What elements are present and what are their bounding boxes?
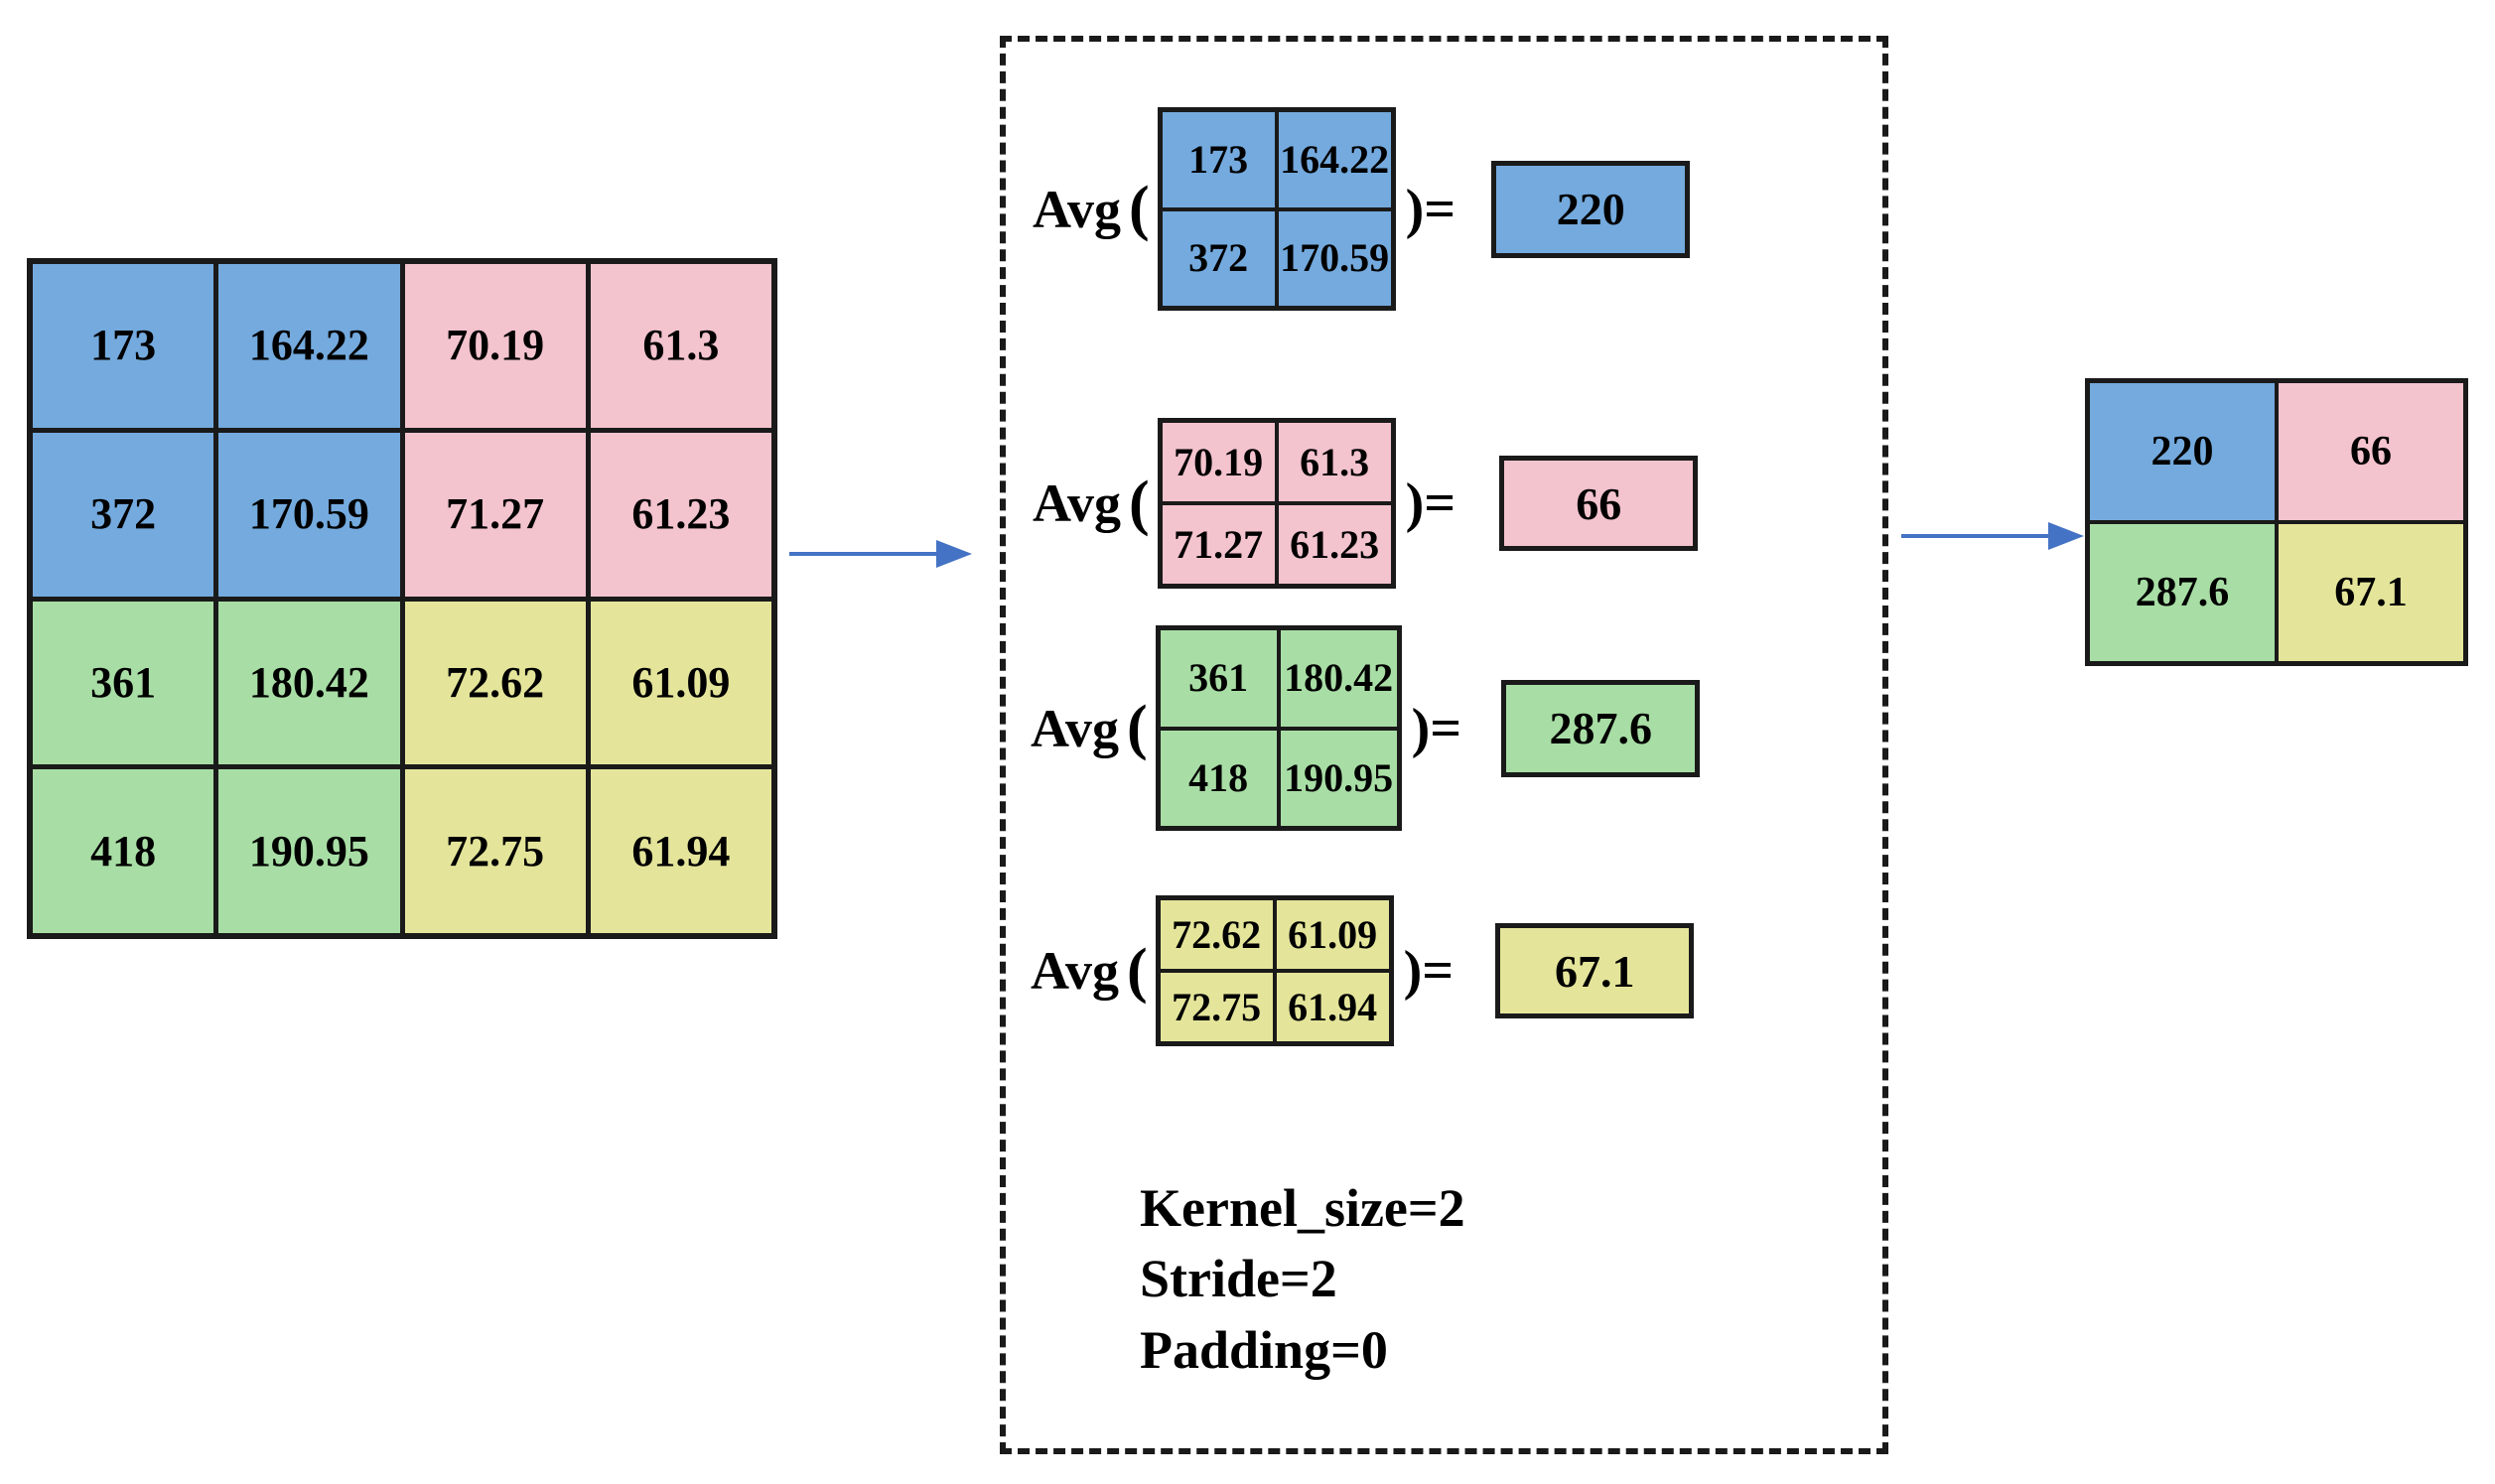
pooling-parameters: Kernel_size=2 Stride=2 Padding=0	[1140, 1173, 1465, 1386]
avg-label-3: Avg	[1031, 941, 1119, 1001]
output-cell-0-1: 66	[2279, 383, 2463, 520]
input-cell-1-2: 71.27	[404, 432, 586, 597]
input-cell-0-1: 164.22	[218, 264, 400, 428]
input-cell-3-1: 190.95	[218, 769, 400, 933]
output-cell-0-0: 220	[2090, 383, 2275, 520]
pool-result-3: 67.1	[1495, 923, 1695, 1018]
kernel-0-cell-1: 164.22	[1278, 112, 1391, 207]
input-cell-3-3: 61.94	[590, 769, 771, 933]
input-cell-1-1: 170.59	[218, 432, 400, 597]
paren-close-equals-2: )=	[1411, 697, 1462, 759]
input-cell-0-3: 61.3	[590, 264, 771, 428]
kernel-2-cell-1: 180.42	[1280, 630, 1397, 727]
pooling-operations-box	[1000, 36, 1888, 1454]
pool-result-1: 66	[1499, 456, 1699, 551]
kernel-2-cell-0: 361	[1160, 630, 1277, 727]
kernel-3-cell-0: 72.62	[1160, 900, 1273, 969]
avg-label-2: Avg	[1031, 698, 1119, 758]
kernel-2-cell-2: 418	[1160, 730, 1277, 826]
param-padding: Padding=0	[1140, 1319, 1388, 1380]
input-cell-3-2: 72.75	[404, 769, 586, 933]
input-cell-3-0: 418	[33, 769, 214, 933]
input-cell-2-1: 180.42	[218, 601, 400, 765]
kernel-3-cell-3: 61.94	[1276, 973, 1389, 1041]
paren-open-0: (	[1129, 175, 1150, 242]
kernel-0-cell-0: 173	[1162, 112, 1275, 207]
kernel-0-cell-2: 372	[1162, 210, 1275, 306]
avg-label-1: Avg	[1033, 473, 1121, 533]
paren-open-2: (	[1127, 694, 1148, 761]
input-cell-0-0: 173	[33, 264, 214, 428]
pool-result-0: 220	[1491, 160, 1691, 258]
input-cell-2-3: 61.09	[590, 601, 771, 765]
input-cell-0-2: 70.19	[404, 264, 586, 428]
param-kernel-size: Kernel_size=2	[1140, 1178, 1465, 1238]
paren-close-equals-1: )=	[1405, 472, 1456, 534]
paren-open-1: (	[1129, 469, 1150, 537]
output-cell-1-0: 287.6	[2090, 524, 2275, 661]
input-cell-1-3: 61.23	[590, 432, 771, 597]
output-cell-1-1: 67.1	[2279, 524, 2463, 661]
kernel-1-cell-2: 71.27	[1162, 505, 1275, 584]
kernel-3-cell-1: 61.09	[1276, 900, 1389, 969]
kernel-1-cell-1: 61.3	[1278, 423, 1391, 501]
input-cell-2-0: 361	[33, 601, 214, 765]
pool-result-2: 287.6	[1501, 679, 1701, 777]
kernel-1-cell-3: 61.23	[1278, 505, 1391, 584]
arrow-right-icon-1	[789, 540, 972, 568]
paren-close-equals-0: )=	[1405, 178, 1456, 240]
paren-open-3: (	[1127, 936, 1148, 1005]
kernel-0-cell-3: 170.59	[1278, 210, 1391, 306]
kernel-1-cell-0: 70.19	[1162, 423, 1275, 501]
avg-label-0: Avg	[1033, 179, 1121, 239]
input-cell-2-2: 72.62	[404, 601, 586, 765]
kernel-2-cell-3: 190.95	[1280, 730, 1397, 826]
kernel-3-cell-2: 72.75	[1160, 973, 1273, 1041]
input-cell-1-0: 372	[33, 432, 214, 597]
param-stride: Stride=2	[1140, 1249, 1337, 1309]
paren-close-equals-3: )=	[1403, 940, 1455, 1002]
arrow-right-icon-2	[1901, 522, 2084, 550]
